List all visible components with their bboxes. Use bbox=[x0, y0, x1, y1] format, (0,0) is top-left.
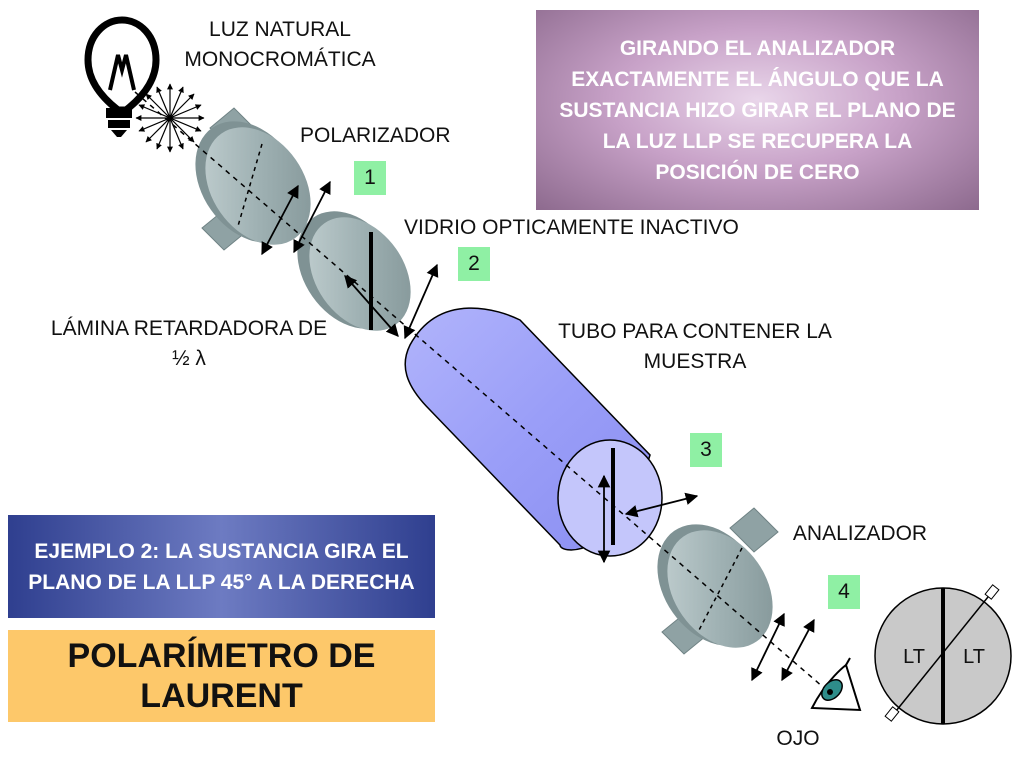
info-box: GIRANDO EL ANALIZADOR EXACTAMENTE EL ÁNG… bbox=[536, 10, 979, 210]
example-box: EJEMPLO 2: LA SUSTANCIA GIRA EL PLANO DE… bbox=[8, 515, 435, 618]
glass-label: VIDRIO OPTICAMENTE INACTIVO bbox=[404, 216, 739, 239]
light-source-label-line1: LUZ NATURAL bbox=[209, 18, 351, 41]
analyzer-disc bbox=[657, 507, 779, 655]
eye-label: OJO bbox=[776, 727, 820, 750]
field-left-label: LT bbox=[903, 646, 925, 668]
field-right-label: LT bbox=[963, 646, 985, 668]
step-badge-2: 2 bbox=[458, 247, 490, 281]
title-line2: LAURENT bbox=[140, 677, 303, 715]
title-box: POLARÍMETRO DE LAURENT bbox=[8, 630, 435, 722]
info-box-text: GIRANDO EL ANALIZADOR EXACTAMENTE EL ÁNG… bbox=[559, 36, 956, 184]
sample-tube-label-line1: TUBO PARA CONTENER LA bbox=[558, 320, 832, 343]
light-source-label-line2: MONOCROMÁTICA bbox=[184, 48, 376, 71]
step-badge-1: 1 bbox=[354, 161, 386, 195]
eye-icon bbox=[810, 657, 862, 712]
unpolarized-light-star bbox=[135, 83, 205, 153]
analyzer-label: ANALIZADOR bbox=[792, 522, 928, 545]
example-box-text: EJEMPLO 2: LA SUSTANCIA GIRA EL PLANO DE… bbox=[28, 539, 415, 594]
title-line1: POLARÍMETRO DE bbox=[67, 637, 376, 675]
light-bulb-icon bbox=[84, 16, 160, 137]
step-badge-3: 3 bbox=[690, 433, 722, 467]
sample-tube-label-line2: MUESTRA bbox=[643, 350, 747, 373]
optical-axis bbox=[134, 91, 839, 701]
polarization-arrows bbox=[261, 180, 815, 682]
field-of-view bbox=[874, 584, 1012, 725]
retarder-plate-label-line1: LÁMINA RETARDADORA DE bbox=[50, 317, 328, 340]
polarizer-label: POLARIZADOR bbox=[300, 124, 451, 147]
retarder-plate-label-line2: ½ λ bbox=[172, 347, 206, 370]
step-badge-4: 4 bbox=[828, 575, 860, 609]
